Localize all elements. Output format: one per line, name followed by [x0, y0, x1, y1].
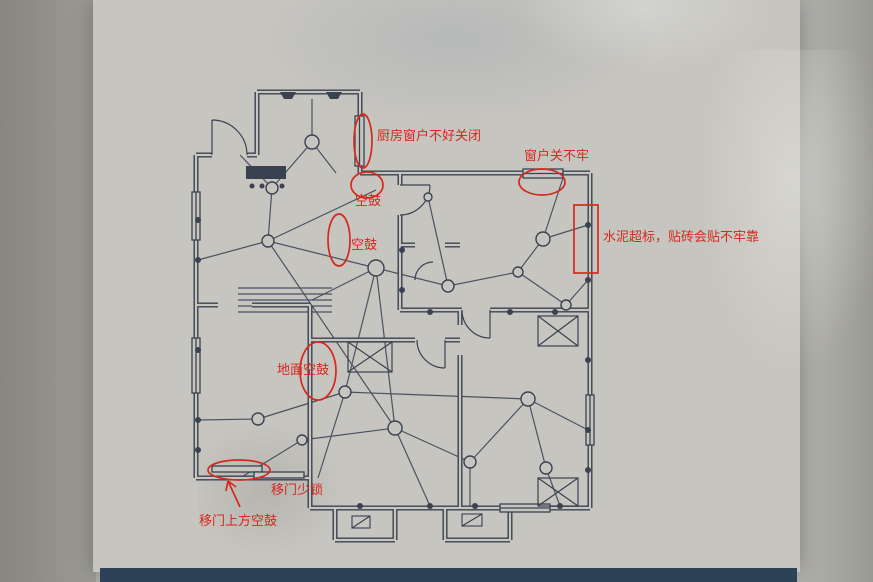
background-wall-left [0, 0, 96, 582]
lamp-circles [251, 134, 572, 475]
annotation-sliding-door-top-hollow: 移门上方空鼓 [199, 513, 278, 528]
sliding-door-symbol [211, 465, 305, 479]
mark-cement-area [573, 204, 599, 274]
balcony-drains [351, 513, 483, 529]
annotation-window-not-tight: 窗户关不牢 [524, 148, 590, 163]
annotation-floor-hollow: 地面空鼓 [277, 362, 330, 377]
window-symbols [191, 115, 595, 513]
arrow-to-sliding-door [225, 480, 241, 508]
outlet-symbols [195, 92, 591, 509]
annotation-cement-over: 水泥超标，贴砖会贴不牢靠 [603, 229, 760, 244]
mark-kitchen-window [353, 113, 373, 169]
hatched-shafts [347, 315, 579, 507]
annotation-sliding-door-lock: 移门少锁 [271, 482, 324, 497]
mark-sliding-door [207, 459, 271, 481]
annotation-hollow-mid: 空鼓 [351, 237, 378, 252]
mark-hollow-mid [327, 213, 351, 267]
mark-floor-hollow [299, 341, 337, 401]
door-arcs [211, 119, 491, 369]
distribution-board [246, 166, 286, 189]
mark-hollow-top [350, 171, 384, 199]
wiring-lines [197, 99, 589, 507]
mark-window-not-tight [518, 168, 566, 196]
table-edge [100, 568, 797, 582]
annotation-hollow-top: 空鼓 [355, 193, 382, 208]
annotation-kitchen-window: 厨房窗户不好关闭 [377, 128, 482, 143]
